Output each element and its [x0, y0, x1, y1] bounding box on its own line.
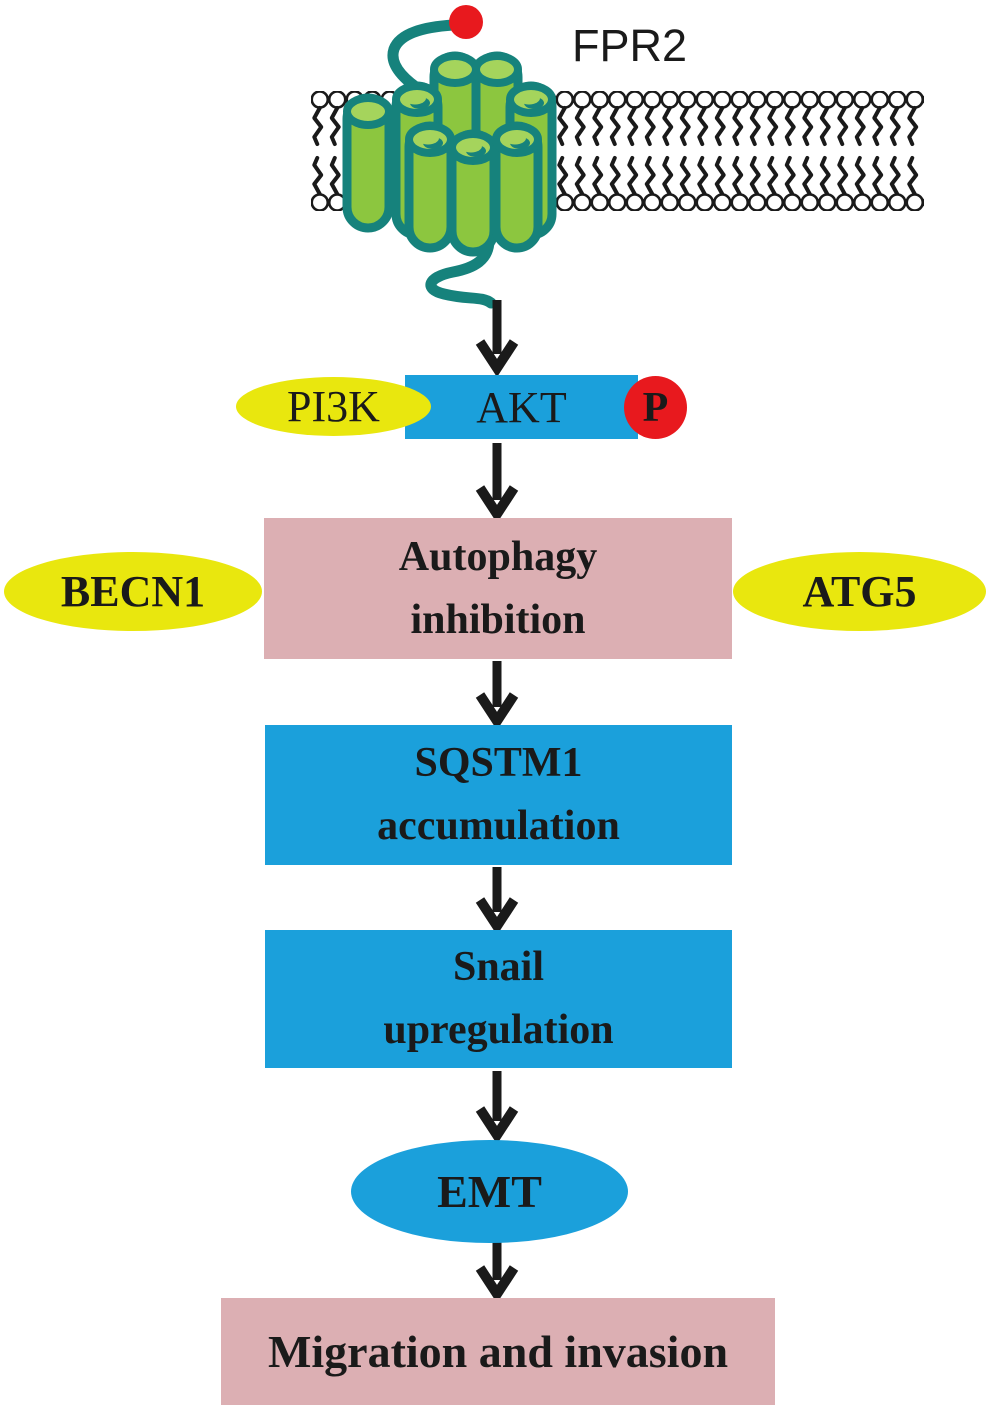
- arrow-snail-to-emt: [475, 1071, 519, 1145]
- node-emt-label: EMT: [437, 1166, 542, 1217]
- arrow-akt-to-autophagy: [475, 443, 519, 524]
- receptor-helix: [342, 93, 394, 233]
- node-autophagy-label: Autophagy inhibition: [398, 533, 598, 643]
- ligand-dot: [449, 5, 483, 39]
- node-pi3k-label: PI3K: [287, 382, 380, 431]
- node-sqstm1-accumulation: SQSTM1 accumulation: [265, 725, 732, 865]
- node-migration-invasion: Migration and invasion: [221, 1298, 775, 1405]
- arrow-autophagy-to-sqstm1: [475, 661, 519, 731]
- receptor-cterm-tail: [425, 234, 497, 309]
- fpr2-receptor: [342, 5, 557, 309]
- receptor-helix: [404, 121, 456, 253]
- node-sqstm1-label: SQSTM1 accumulation: [377, 740, 620, 849]
- arrow-emt-to-migration: [475, 1240, 519, 1304]
- flow-arrows: [475, 300, 519, 1304]
- ligand-tether: [387, 19, 459, 98]
- receptor-helix: [491, 121, 543, 253]
- node-emt: EMT: [351, 1140, 628, 1243]
- node-becn1: BECN1: [4, 552, 262, 631]
- node-phospho-label: P: [642, 384, 669, 431]
- receptor-label: FPR2: [572, 20, 688, 71]
- receptor-helix: [447, 129, 499, 257]
- node-snail-upregulation: Snail upregulation: [265, 930, 732, 1068]
- arrow-sqstm1-to-snail: [475, 867, 519, 936]
- node-pi3k: PI3K: [236, 377, 431, 436]
- node-atg5: ATG5: [733, 552, 986, 631]
- node-autophagy-inhibition: Autophagy inhibition: [264, 518, 732, 659]
- node-snail-label: Snail upregulation: [383, 944, 614, 1053]
- node-akt-label: AKT: [476, 382, 567, 432]
- node-phospho: P: [624, 376, 687, 439]
- node-atg5-label: ATG5: [802, 567, 917, 616]
- node-becn1-label: BECN1: [60, 567, 206, 616]
- arrow-receptor-to-akt: [475, 300, 519, 378]
- receptor-helix-bundle: [342, 51, 557, 257]
- node-akt: AKT: [405, 375, 638, 439]
- node-migration-label: Migration and invasion: [267, 1326, 729, 1377]
